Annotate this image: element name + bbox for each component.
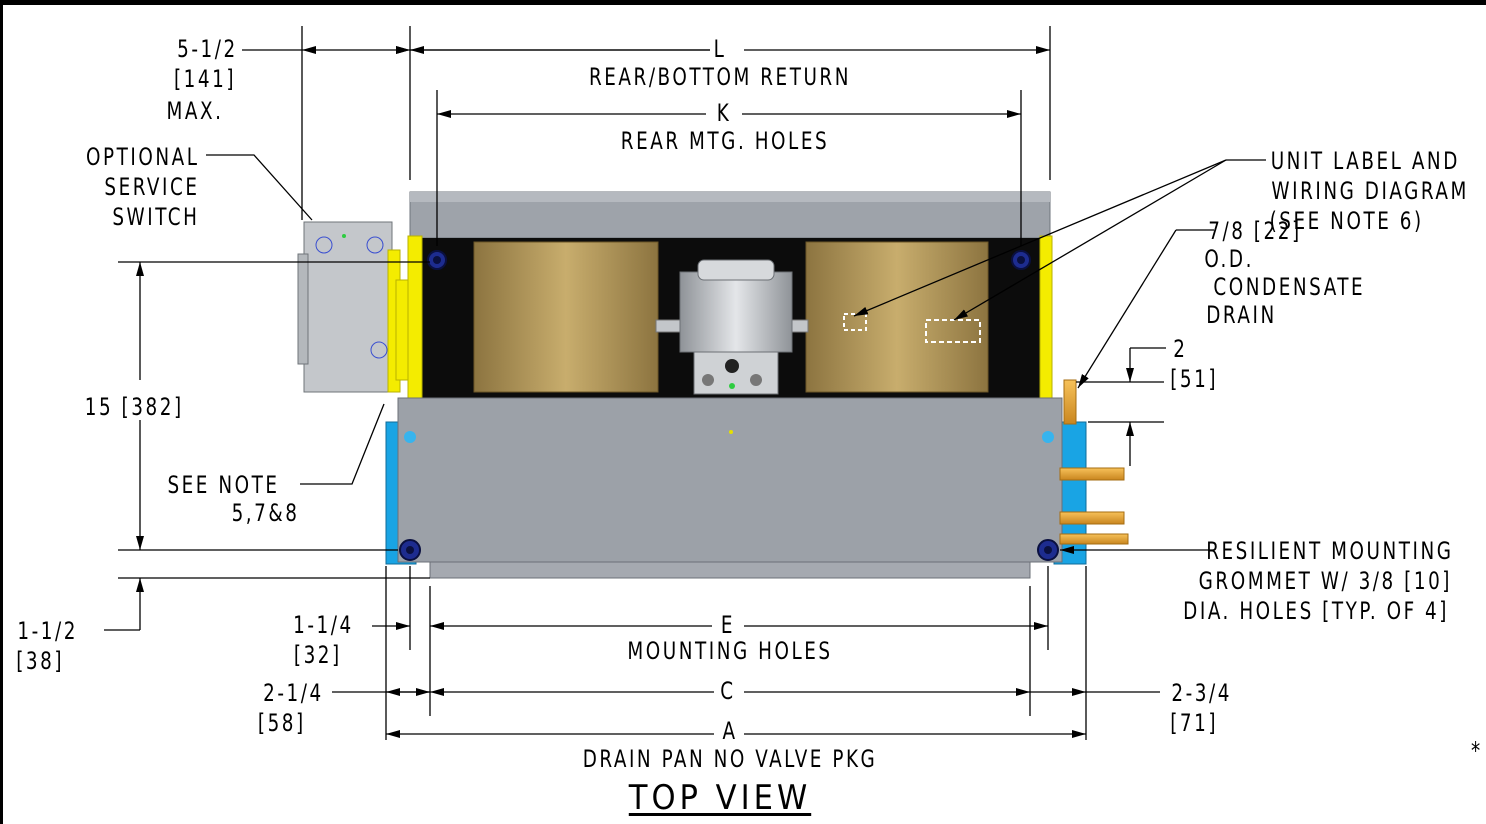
dim-141-label: [141] xyxy=(173,65,237,93)
rear-mtg-holes-label: REAR MTG. HOLES xyxy=(620,127,830,155)
service-switch-box xyxy=(297,221,409,393)
unit-label-line-2: WIRING DIAGRAM xyxy=(1271,177,1469,205)
optional-label: OPTIONAL xyxy=(86,143,200,171)
blower-motor xyxy=(679,259,793,395)
frame-top-border xyxy=(0,0,1486,5)
dim-k-label: K xyxy=(716,99,732,127)
dim-2-3-4-label: 2-3/4 xyxy=(1171,679,1232,707)
grommet-line-1: RESILIENT MOUNTING xyxy=(1206,537,1454,565)
bottom-flange xyxy=(429,561,1031,579)
rear-bottom-return-label: REAR/BOTTOM RETURN xyxy=(588,63,852,91)
switch-label: SWITCH xyxy=(112,203,200,231)
drain-od-label: O.D. xyxy=(1204,245,1254,273)
drain-size-label: 7/8 [22] xyxy=(1208,217,1302,245)
dim-1-1-4-label: 1-1/4 xyxy=(293,611,354,639)
drain-pan-label: DRAIN PAN NO VALVE PKG xyxy=(582,745,878,773)
unit-label-line-1: UNIT LABEL AND xyxy=(1270,147,1460,175)
dim-71-label: [71] xyxy=(1170,709,1219,737)
see-note-numbers-label: 5,7&8 xyxy=(231,499,300,527)
grommet-line-3: DIA. HOLES [TYP. OF 4] xyxy=(1183,597,1449,625)
blower-wheel-right xyxy=(805,241,989,393)
service-label: SERVICE xyxy=(104,173,200,201)
dim-2-1-4-label: 2-1/4 xyxy=(263,679,324,707)
coil-pipes xyxy=(1059,379,1129,545)
dim-e-label: E xyxy=(720,611,736,639)
dim-l-label: L xyxy=(713,35,727,63)
blower-wheel-left xyxy=(473,241,659,393)
dim-2-label: 2 xyxy=(1173,335,1188,363)
dim-a-label: A xyxy=(722,717,738,745)
dim-32-label: [32] xyxy=(293,641,342,669)
frame-left-border xyxy=(0,0,3,824)
right-yellow-bracket xyxy=(1039,235,1053,399)
dim-38-label: [38] xyxy=(16,647,65,675)
dim-5-1-2-label: 5-1/2 xyxy=(177,35,238,63)
unit-body xyxy=(297,191,1129,579)
dimension-lines xyxy=(104,26,1266,740)
asterisk-note: * xyxy=(1471,737,1483,765)
front-panel xyxy=(397,397,1063,563)
drain-label: DRAIN xyxy=(1206,301,1277,329)
view-title: TOP VIEW xyxy=(628,778,812,818)
drain-condensate-label: CONDENSATE xyxy=(1213,273,1366,301)
dim-15-label: 15 [382] xyxy=(84,393,184,421)
wiring-diagram-marker xyxy=(925,319,981,343)
dim-58-label: [58] xyxy=(257,709,306,737)
mounting-holes-label: MOUNTING HOLES xyxy=(627,637,833,665)
unit-label-line-3: (SEE NOTE 6) xyxy=(1269,207,1424,235)
max-label: MAX. xyxy=(166,97,224,125)
grommet-line-2: GROMMET W/ 3/8 [10] xyxy=(1198,567,1452,595)
see-note-label: SEE NOTE xyxy=(167,471,280,499)
dim-51-label: [51] xyxy=(1170,365,1219,393)
left-yellow-bracket xyxy=(407,235,423,399)
dim-c-label: C xyxy=(720,677,736,705)
dim-1-1-2-label: 1-1/2 xyxy=(17,617,78,645)
